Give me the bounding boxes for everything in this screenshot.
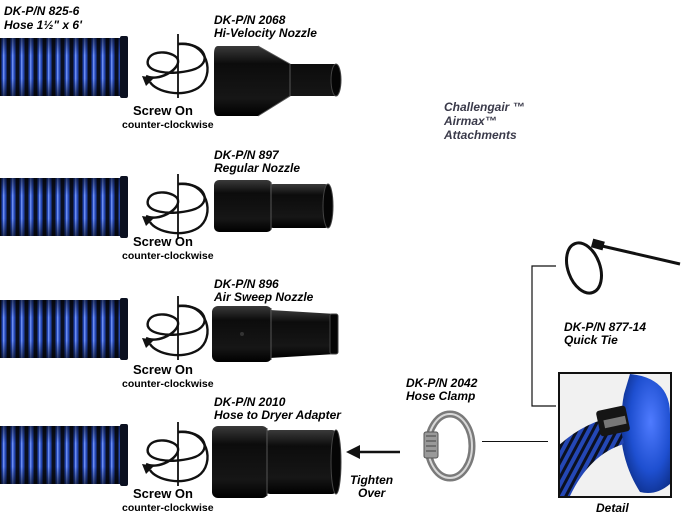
hose-part-number: DK-P/N 825-6	[4, 4, 80, 18]
counter-clockwise-label-3: counter-clockwise	[122, 378, 214, 390]
hose-segment-4	[0, 424, 128, 486]
part-desc-regular: Regular Nozzle	[214, 161, 301, 175]
counter-clockwise-label-4: counter-clockwise	[122, 502, 214, 514]
left-arrow-icon	[346, 445, 400, 459]
hose-clamp-part-number: DK-P/N 2042	[406, 376, 478, 390]
title-line-2: Airmax™	[444, 114, 497, 128]
screw-on-label-1: Screw On	[133, 103, 193, 118]
hi-velocity-nozzle-image	[214, 45, 342, 117]
part-number-897: DK-P/N 897	[214, 148, 279, 162]
quick-tie-part-number: DK-P/N 877-14	[564, 320, 647, 334]
hose-segment-1	[0, 36, 128, 98]
hose-segment-3	[0, 298, 128, 360]
part-desc-dryer-adapter: Hose to Dryer Adapter	[214, 408, 341, 422]
screw-on-label-3: Screw On	[133, 362, 193, 377]
counter-clockwise-spiral-icon	[142, 174, 209, 238]
regular-nozzle-image	[214, 180, 334, 232]
bracket-line	[531, 265, 556, 407]
part-number-2010: DK-P/N 2010	[214, 395, 286, 409]
dryer-adapter-image	[212, 426, 342, 498]
hose-description: Hose 1½" x 6'	[4, 18, 82, 32]
detail-box	[558, 372, 672, 498]
part-number-896: DK-P/N 896	[214, 277, 279, 291]
hose-clamp-description: Hose Clamp	[406, 389, 476, 403]
hose-segment-2	[0, 176, 128, 238]
title-line-3: Attachments	[444, 128, 517, 142]
counter-clockwise-spiral-icon	[142, 34, 209, 98]
tighten-label: Tighten	[350, 473, 394, 487]
counter-clockwise-spiral-icon	[142, 296, 209, 360]
detail-image	[560, 374, 670, 496]
part-desc-air-sweep: Air Sweep Nozzle	[214, 290, 314, 304]
screw-on-label-4: Screw On	[133, 486, 193, 501]
quick-tie-description: Quick Tie	[564, 333, 618, 347]
counter-clockwise-label-1: counter-clockwise	[122, 119, 214, 131]
counter-clockwise-spiral-icon	[142, 422, 209, 486]
over-label: Over	[358, 486, 386, 500]
screw-on-label-2: Screw On	[133, 234, 193, 249]
clamp-connector-line	[482, 441, 548, 442]
part-number-2068: DK-P/N 2068	[214, 13, 286, 27]
quick-tie-image	[565, 238, 681, 295]
part-desc-hi-velocity: Hi-Velocity Nozzle	[214, 26, 317, 40]
detail-label: Detail	[596, 501, 629, 515]
hose-clamp-image	[423, 410, 476, 482]
air-sweep-nozzle-image	[212, 306, 339, 362]
title-line-1: Challengair ™	[444, 100, 525, 114]
counter-clockwise-label-2: counter-clockwise	[122, 250, 214, 262]
